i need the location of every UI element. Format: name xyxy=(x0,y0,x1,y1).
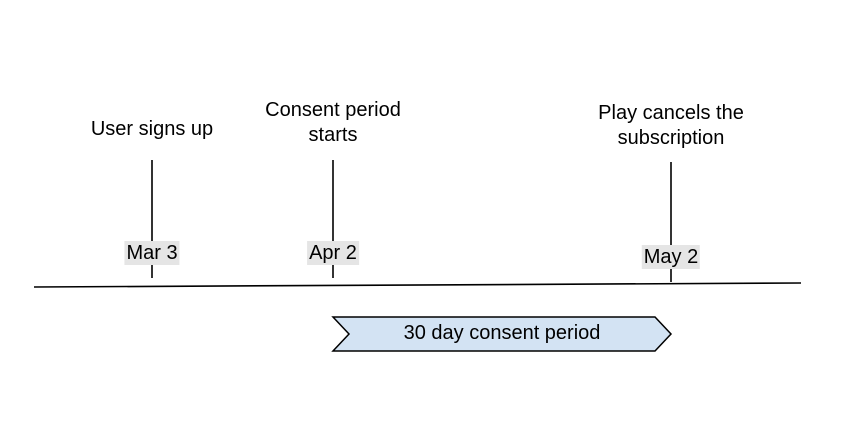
timeline-axis xyxy=(33,282,802,288)
event-label-consent-start-line-1: Consent period xyxy=(265,99,401,121)
event-label-signup-line-1: User signs up xyxy=(90,118,214,140)
event-label-cancel: Play cancels the subscription xyxy=(598,101,744,151)
event-label-cancel-line-1: Play cancels the xyxy=(598,102,744,124)
date-badge-cancel: May 2 xyxy=(641,245,701,269)
event-label-cancel-line-2: subscription xyxy=(617,127,725,149)
event-label-consent-start-line-2: starts xyxy=(308,124,358,146)
event-label-signup: User signs up xyxy=(91,117,213,142)
event-label-consent-start: Consent period starts xyxy=(265,98,401,148)
date-badge-signup: Mar 3 xyxy=(124,241,180,265)
consent-period-arrow xyxy=(331,316,673,352)
date-badge-consent-start: Apr 2 xyxy=(307,241,359,265)
consent-period-label: 30 day consent period xyxy=(403,322,601,344)
